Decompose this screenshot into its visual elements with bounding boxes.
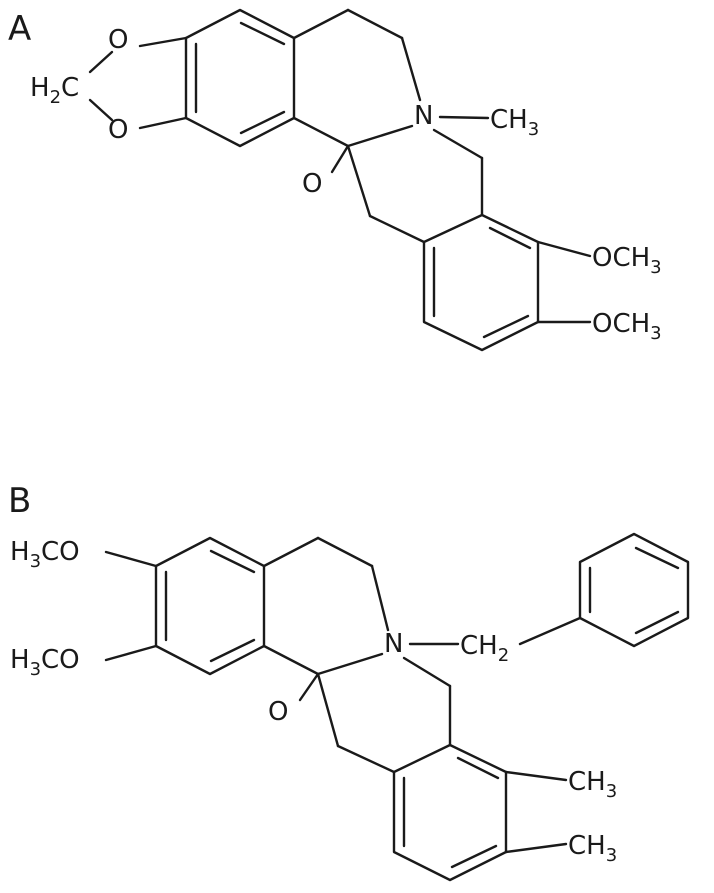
bond — [346, 124, 414, 148]
bond — [262, 644, 320, 676]
bond — [239, 110, 286, 135]
atom-nitrogen: N — [384, 629, 403, 659]
bond — [346, 144, 372, 218]
atom-methoxy: OCH3 — [592, 243, 662, 278]
bond — [634, 610, 680, 635]
atom-oxygen: O — [108, 25, 128, 55]
bond — [456, 756, 500, 780]
bond — [298, 672, 320, 702]
bond — [138, 36, 188, 48]
bond — [346, 8, 404, 40]
atom-methyl: CH3 — [568, 831, 617, 866]
panel-label-a: A — [8, 9, 31, 49]
atom-methoxy: H3CO — [10, 537, 80, 572]
panel-label-b: B — [8, 481, 31, 521]
bond — [536, 240, 592, 258]
bond — [336, 744, 396, 774]
bond — [104, 644, 158, 662]
bond — [402, 656, 452, 688]
bond — [392, 743, 508, 882]
bond — [316, 672, 340, 748]
atom-nitrogen: N — [414, 101, 433, 131]
atom-methylene: CH2 — [460, 631, 509, 666]
bond — [316, 536, 374, 568]
atom-methoxy: OCH3 — [592, 309, 662, 344]
bond — [88, 98, 114, 122]
bond — [634, 546, 680, 570]
bond — [104, 550, 158, 568]
bond — [438, 115, 490, 120]
bond — [450, 844, 498, 869]
bond — [482, 314, 530, 339]
atom-methoxy: H3CO — [10, 645, 80, 680]
bond — [488, 226, 532, 250]
bond — [262, 536, 320, 568]
atom-h2c: H2C — [30, 73, 79, 108]
bond — [154, 536, 266, 676]
bond — [138, 116, 188, 130]
structure-b: B H3CO H3CO N CH2 — [8, 481, 690, 882]
bond — [370, 564, 390, 632]
bond — [292, 116, 350, 148]
bond — [239, 21, 286, 46]
bond — [292, 8, 350, 40]
bond — [504, 842, 568, 854]
bond — [88, 50, 114, 74]
bond — [422, 213, 540, 352]
bond — [209, 549, 256, 574]
bond — [432, 128, 484, 160]
bond — [184, 8, 296, 148]
atom-oxygen: O — [108, 115, 128, 145]
atom-methyl: CH3 — [490, 105, 539, 140]
bond — [578, 532, 690, 648]
bond — [209, 638, 256, 663]
structure-a: A O O H2C N CH3 O — [8, 8, 662, 352]
bond — [400, 36, 422, 102]
atom-carbonyl-oxygen: O — [302, 169, 322, 199]
bond — [368, 214, 426, 244]
bond — [316, 652, 384, 676]
atom-methyl: CH3 — [568, 767, 617, 802]
bond — [330, 144, 350, 174]
bond — [504, 770, 568, 782]
bond — [518, 616, 582, 646]
atom-carbonyl-oxygen: O — [268, 697, 288, 727]
